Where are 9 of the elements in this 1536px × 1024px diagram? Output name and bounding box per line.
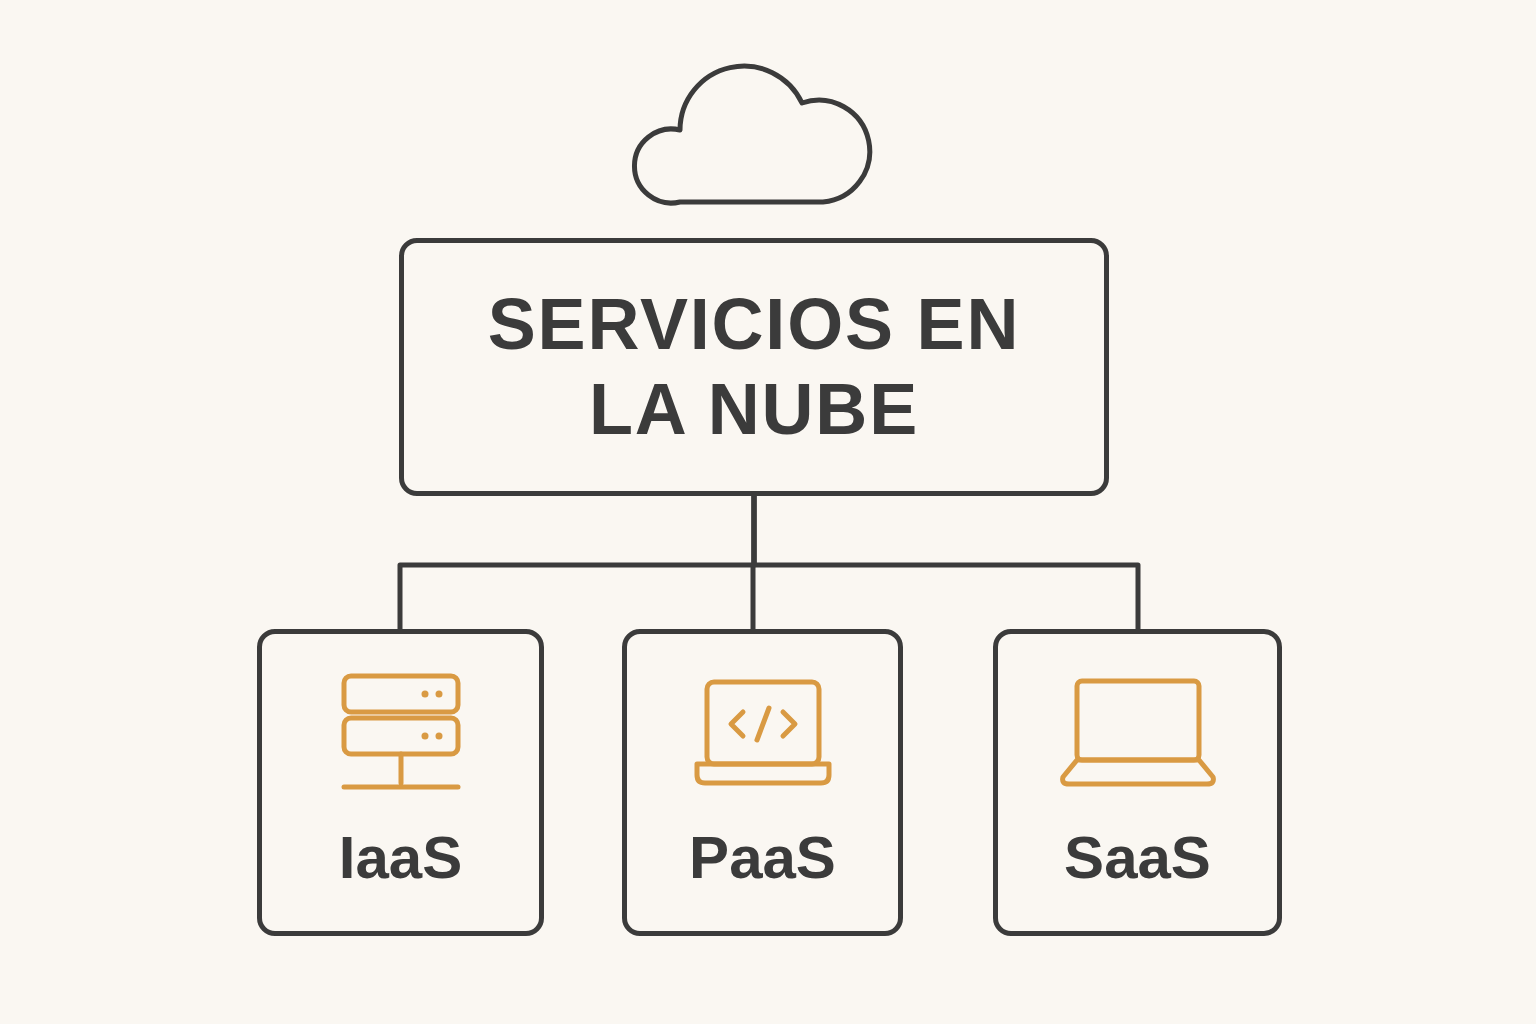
service-box [622,629,903,936]
service-box [257,629,544,936]
service-label: SaaS [1064,823,1211,893]
service-label: PaaS [689,823,836,893]
box-title: SERVICIOS EN LA NUBE [486,283,1022,451]
service-box [993,629,1282,936]
category-box [399,238,1109,496]
connector-line [751,496,1141,629]
service-label: IaaS [338,823,463,893]
